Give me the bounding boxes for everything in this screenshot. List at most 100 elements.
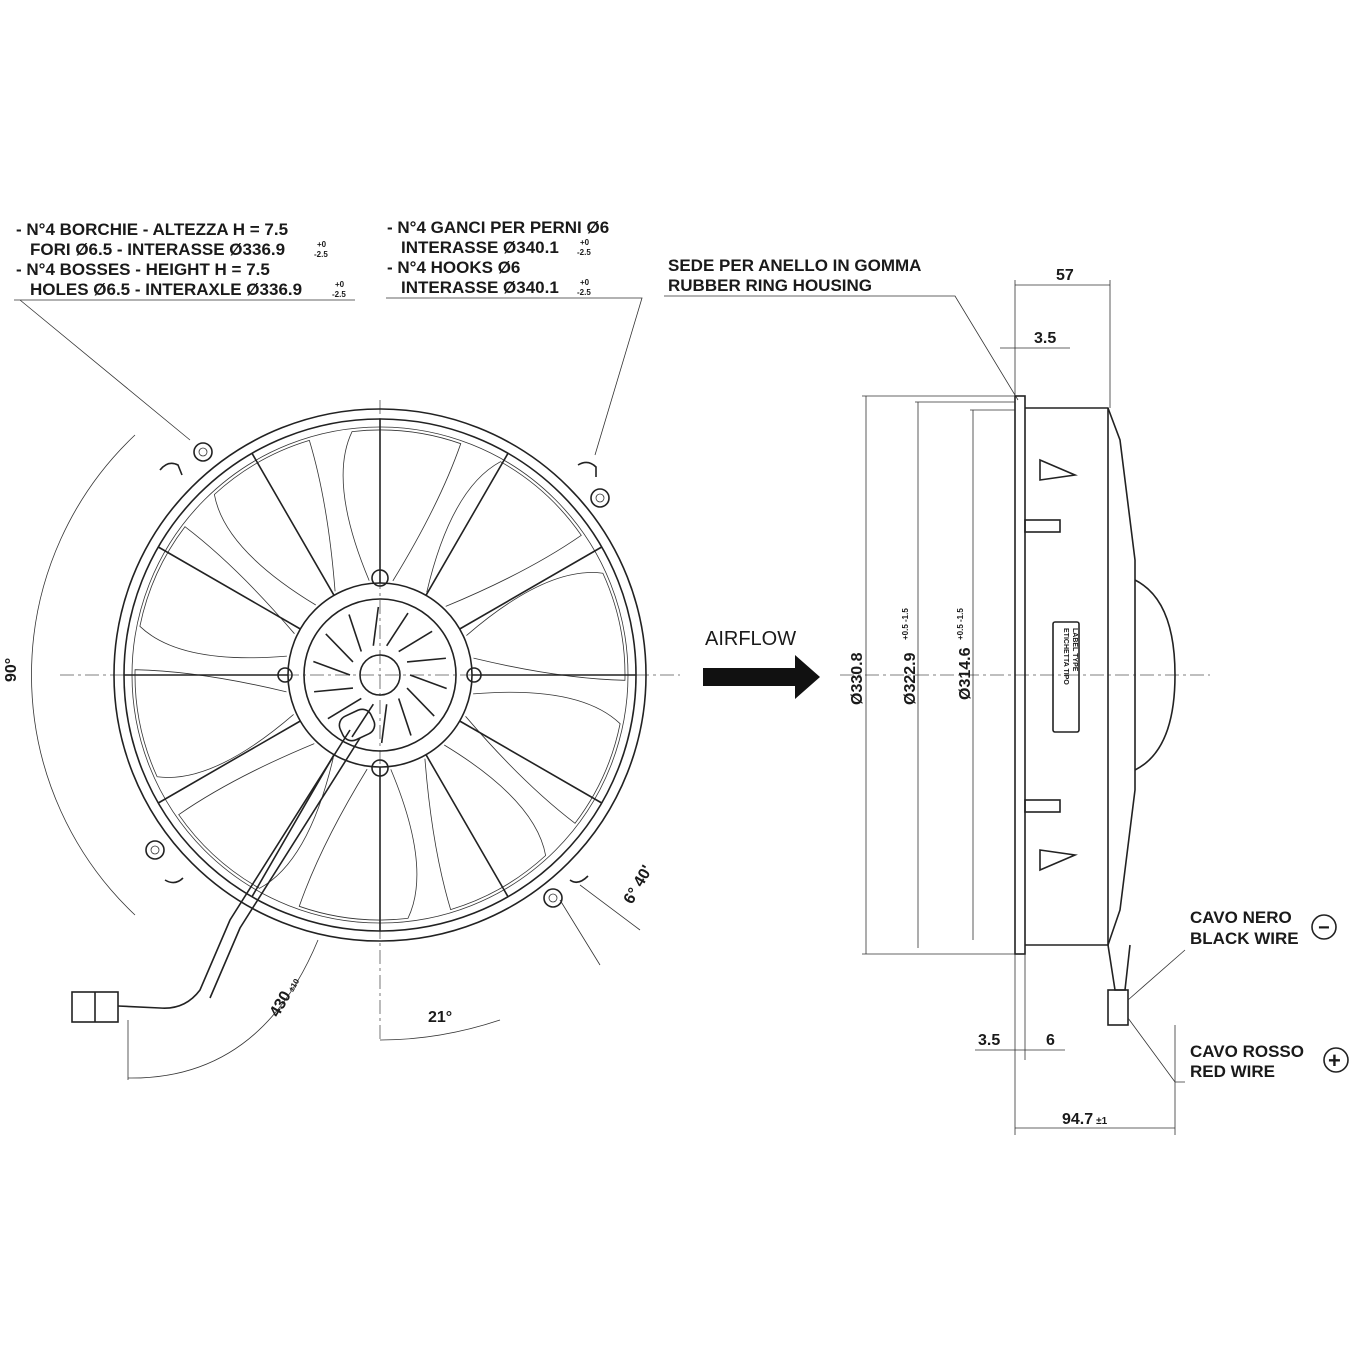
ring-note-en: RUBBER RING HOUSING [668, 276, 872, 295]
boss-side [1024, 799, 1061, 813]
motor-cover [303, 598, 457, 752]
fan-side-view: ETICHETTA TIPO LABEL TYPE 57 3.5 Ø330.8 … [840, 267, 1210, 1135]
mount-boss [543, 888, 563, 908]
dim-314-6-line [970, 409, 1015, 940]
dim-314-6: Ø314.6 [957, 647, 974, 700]
black-wire-it: CAVO NERO [1190, 908, 1292, 927]
mount-hook [164, 877, 184, 884]
type-label-en: LABEL TYPE [1071, 628, 1078, 672]
fan-blade [139, 526, 295, 659]
minus-icon [1311, 914, 1337, 940]
cable-grommet [338, 708, 376, 742]
angle-90-label: 90° [3, 658, 20, 682]
mount-hook [577, 461, 597, 477]
dim-94-7-tol: ±1 [1096, 1116, 1107, 1127]
boss-side [1024, 519, 1061, 533]
fan-blade [213, 439, 336, 606]
type-label-it: ETICHETTA TIPO [1062, 628, 1069, 685]
tol-plus: +0 [580, 278, 590, 287]
fan-front-view: 90° 21° 6° 40' 430±10 [3, 400, 680, 1080]
fan-blade [342, 429, 462, 582]
fan-blade [298, 768, 418, 921]
motor-rib [351, 703, 374, 738]
fan-blades [134, 429, 626, 921]
flange [1014, 395, 1026, 955]
cable [209, 737, 361, 999]
plus-sign: + [1328, 1048, 1341, 1073]
dim-94-7-line [1015, 1025, 1176, 1135]
dim-330-8-line [862, 395, 1015, 955]
ribs [1039, 458, 1078, 872]
hooks-note-en-1: - N°4 HOOKS Ø6 [387, 258, 520, 277]
motor-rib [398, 630, 433, 653]
tol-plus: +0 [317, 240, 327, 249]
dim-322-9-tol: +0.5 -1.5 [901, 608, 910, 640]
bosses-note-en-1: - N°4 BOSSES - HEIGHT H = 7.5 [16, 260, 270, 279]
bosses-note: - N°4 BORCHIE - ALTEZZA H = 7.5 FORI Ø6.… [14, 220, 355, 441]
dim-94-7: 94.7±1 [1062, 1111, 1108, 1128]
dim-bottom-line [975, 954, 1065, 1135]
bosses-note-it-2: FORI Ø6.5 - INTERASSE Ø336.9 [30, 240, 285, 259]
bosses-note-en-2: HOLES Ø6.5 - INTERAXLE Ø336.9 [30, 280, 302, 299]
motor-rib [409, 674, 447, 690]
black-wire-callout: CAVO NERO BLACK WIRE − [1127, 908, 1337, 1001]
dim-57: 57 [1056, 267, 1074, 284]
guard-spoke [459, 546, 603, 630]
cable-length-arc [127, 939, 319, 1079]
motor-rib [313, 660, 351, 676]
mount-boss [193, 442, 213, 462]
guard-spoke [459, 720, 603, 804]
tol-minus: -2.5 [314, 250, 328, 259]
guard-spokes [124, 419, 636, 931]
ring-note-it: SEDE PER ANELLO IN GOMMA [668, 256, 921, 275]
fan-blade [466, 572, 626, 681]
hooks-note: - N°4 GANCI PER PERNI Ø6 INTERASSE Ø340.… [386, 218, 643, 456]
dim-6-bottom: 6 [1046, 1032, 1055, 1049]
fan-blade [178, 743, 334, 889]
motor-mount-hole [466, 667, 482, 683]
motor-mount-hole [277, 667, 293, 683]
dim-57-line [1014, 280, 1111, 408]
fan-blade [465, 691, 621, 824]
wire-terminals [1107, 989, 1129, 1026]
motor-rib [380, 704, 388, 744]
hooks-note-it-1: - N°4 GANCI PER PERNI Ø6 [387, 218, 609, 237]
red-wire-callout: CAVO ROSSO RED WIRE + [1127, 1017, 1349, 1083]
motor-rib [406, 657, 446, 663]
fan-blade [424, 744, 547, 911]
tol-minus: -2.5 [577, 248, 591, 257]
mount-boss [145, 840, 165, 860]
motor-rib [386, 612, 409, 647]
airflow-label: AIRFLOW [705, 628, 796, 650]
motor-ribs [313, 606, 447, 744]
motor-rib [314, 687, 354, 693]
motor-mount-hole [371, 569, 389, 587]
outer-ring [113, 408, 647, 942]
bosses-note-it-1: - N°4 BORCHIE - ALTEZZA H = 7.5 [16, 220, 288, 239]
angle-6-40-lines [559, 884, 641, 966]
tol-minus: -2.5 [332, 290, 346, 299]
black-wire-en: BLACK WIRE [1190, 929, 1299, 948]
motor-profile [1134, 579, 1176, 771]
mount-hook [159, 462, 183, 476]
motor-rib [397, 698, 412, 736]
tol-plus: +0 [580, 238, 590, 247]
motor-mount-hole [371, 759, 389, 777]
hooks-note-en-2: INTERASSE Ø340.1 [401, 278, 559, 297]
ring-note: SEDE PER ANELLO IN GOMMA RUBBER RING HOU… [664, 256, 1019, 401]
motor-rib [406, 687, 435, 717]
motor-rib [348, 614, 363, 652]
dim-330-8: Ø330.8 [849, 652, 866, 705]
black-wire-leader [1127, 949, 1186, 1001]
shroud-body [1025, 407, 1136, 946]
dim-322-9-line [915, 401, 1015, 948]
type-label [1052, 621, 1080, 733]
angle-21-label: 21° [428, 1009, 452, 1026]
airflow-indicator: AIRFLOW [703, 628, 820, 699]
motor-rib [327, 697, 362, 720]
motor-shaft-hub [359, 654, 401, 696]
motor-rib [325, 633, 354, 663]
angle-90-arc [31, 434, 136, 916]
angle-6-40-label: 6° 40' [621, 863, 656, 907]
